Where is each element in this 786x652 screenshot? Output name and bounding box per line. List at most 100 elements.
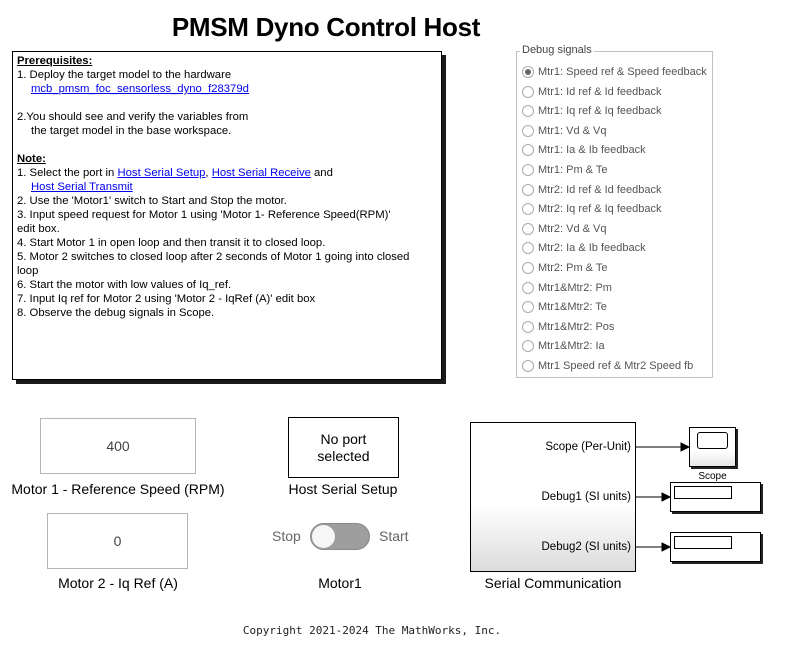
radio-unselected-icon[interactable] — [522, 281, 534, 294]
debug-signal-option[interactable]: Mtr1: Ia & Ib feedback — [522, 141, 646, 159]
debug-signal-option-label: Mtr1: Id ref & Id feedback — [538, 85, 662, 98]
scope-icon — [697, 432, 728, 449]
debug-signal-option[interactable]: Mtr2: Iq ref & Iq feedback — [522, 200, 662, 218]
copyright-text: Copyright 2021-2024 The MathWorks, Inc. — [242, 624, 502, 637]
note-step-3-cont: edit box. — [17, 223, 60, 235]
debug-signal-option[interactable]: Mtr2: Pm & Te — [522, 259, 607, 277]
debug-signal-option-label: Mtr1&Mtr2: Ia — [538, 340, 605, 353]
host-serial-setup-label: Host Serial Setup — [288, 481, 398, 497]
debug-signal-option-label: Mtr1: Ia & Ib feedback — [538, 144, 646, 157]
note-step-8: 8. Observe the debug signals in Scope. — [17, 307, 215, 319]
radio-unselected-icon[interactable] — [522, 144, 534, 157]
debug-signal-option-label: Mtr1&Mtr2: Pm — [538, 281, 612, 294]
radio-unselected-icon[interactable] — [522, 183, 534, 196]
debug-signal-option[interactable]: Mtr2: Vd & Vq — [522, 220, 606, 238]
note-step-7: 7. Input Iq ref for Motor 2 using 'Motor… — [17, 293, 316, 305]
radio-unselected-icon[interactable] — [522, 320, 534, 333]
debug-signal-option[interactable]: Mtr1: Iq ref & Iq feedback — [522, 102, 662, 120]
radio-unselected-icon[interactable] — [522, 124, 534, 137]
debug-signal-option[interactable]: Mtr1&Mtr2: Pos — [522, 318, 614, 336]
motor1-switch-label: Motor1 — [318, 575, 362, 591]
debug-signal-option[interactable]: Mtr1 Speed ref & Mtr2 Speed fb — [522, 357, 693, 375]
host-serial-setup-link[interactable]: Host Serial Setup — [117, 167, 206, 179]
radio-unselected-icon[interactable] — [522, 105, 534, 118]
debug-signal-option-label: Mtr1&Mtr2: Pos — [538, 320, 615, 333]
prerequisites-header: Prerequisites: — [17, 55, 93, 67]
debug-signal-option-label: Mtr1: Vd & Vq — [538, 124, 607, 137]
scope-arrow-icon — [680, 442, 691, 452]
debug-signal-option-label: Mtr2: Pm & Te — [538, 262, 608, 274]
debug-signal-option-label: Mtr1: Pm & Te — [538, 164, 608, 176]
prereq-step-2-cont: the target model in the base workspace. — [31, 125, 232, 137]
prereq-step-2: 2.You should see and verify the variable… — [17, 111, 249, 123]
debug-signal-option[interactable]: Mtr1: Speed ref & Speed feedback — [522, 63, 707, 81]
debug-signal-option[interactable]: Mtr1: Id ref & Id feedback — [522, 83, 662, 101]
debug2-display[interactable] — [670, 532, 761, 562]
motor1-switch-knob[interactable] — [311, 524, 336, 549]
radio-unselected-icon[interactable] — [522, 262, 534, 274]
debug-signal-option[interactable]: Mtr1&Mtr2: Ia — [522, 337, 605, 355]
debug-signal-option-label: Mtr1: Speed ref & Speed feedback — [538, 66, 707, 78]
debug-signal-option-label: Mtr1: Iq ref & Iq feedback — [538, 105, 662, 118]
debug-signal-option[interactable]: Mtr1: Vd & Vq — [522, 122, 606, 140]
debug-signal-option-label: Mtr2: Iq ref & Iq feedback — [538, 203, 662, 216]
note-header: Note: — [17, 153, 46, 165]
note-step-6: 6. Start the motor with low values of Iq… — [17, 279, 232, 291]
switch-stop-label: Stop — [272, 528, 301, 544]
debug-signal-option-label: Mtr2: Id ref & Id feedback — [538, 183, 662, 196]
page-title: PMSM Dyno Control Host — [171, 12, 481, 42]
radio-unselected-icon[interactable] — [522, 164, 534, 176]
motor2-iq-label: Motor 2 - Iq Ref (A) — [58, 575, 178, 591]
port-status-line2: selected — [317, 447, 370, 464]
note-step-1-text: 1. Select the port in — [17, 167, 118, 179]
radio-unselected-icon[interactable] — [522, 203, 534, 216]
port-scope: Scope (Per-Unit) — [545, 441, 631, 453]
note-step-2: 2. Use the 'Motor1' switch to Start and … — [17, 195, 287, 207]
radio-unselected-icon[interactable] — [522, 360, 534, 372]
serial-communication-subsystem[interactable]: Scope (Per-Unit) Debug1 (SI units) Debug… — [470, 422, 636, 572]
serial-communication-label: Serial Communication — [484, 575, 622, 591]
debug-signal-option[interactable]: Mtr2: Id ref & Id feedback — [522, 181, 662, 199]
host-serial-transmit-link[interactable]: Host Serial Transmit — [31, 181, 133, 193]
debug-signal-option-label: Mtr1&Mtr2: Te — [538, 301, 607, 314]
radio-unselected-icon[interactable] — [522, 222, 534, 235]
debug-signals-legend: Debug signals — [520, 44, 594, 56]
port-status-line1: No port — [320, 430, 367, 447]
radio-selected-icon[interactable] — [522, 66, 534, 78]
target-model-link[interactable]: mcb_pmsm_foc_sensorless_dyno_f28379d — [31, 83, 249, 95]
motor2-iq-input[interactable]: 0 — [47, 513, 188, 569]
debug-signal-option[interactable]: Mtr1&Mtr2: Te — [522, 298, 607, 316]
host-serial-receive-link[interactable]: Host Serial Receive — [211, 167, 311, 179]
debug1-display-field — [674, 486, 732, 499]
debug1-arrow-icon — [661, 492, 672, 502]
note-and: and — [310, 167, 333, 179]
radio-unselected-icon[interactable] — [522, 340, 534, 353]
radio-unselected-icon[interactable] — [522, 301, 534, 314]
debug-signal-option-label: Mtr2: Vd & Vq — [538, 222, 607, 235]
debug-signal-option[interactable]: Mtr1: Pm & Te — [522, 161, 607, 179]
note-step-5-cont: loop — [17, 265, 39, 277]
debug1-display[interactable] — [670, 482, 761, 512]
scope-label: Scope — [698, 471, 727, 482]
note-step-1: 1. Select the port in Host Serial Setup,… — [17, 166, 437, 180]
motor1-speed-input[interactable]: 400 — [40, 418, 196, 474]
debug-signal-option-label: Mtr1 Speed ref & Mtr2 Speed fb — [538, 360, 694, 372]
instructions-panel: Prerequisites: 1. Deploy the target mode… — [12, 51, 442, 380]
debug2-display-field — [674, 536, 732, 549]
switch-start-label: Start — [379, 528, 409, 544]
debug2-arrow-icon — [661, 542, 672, 552]
note-step-5: 5. Motor 2 switches to closed loop after… — [17, 251, 410, 263]
debug-signal-option[interactable]: Mtr2: Ia & Ib feedback — [522, 239, 646, 257]
note-step-3: 3. Input speed request for Motor 1 using… — [17, 209, 391, 221]
debug-signal-option-label: Mtr2: Ia & Ib feedback — [538, 242, 646, 255]
radio-unselected-icon[interactable] — [522, 242, 534, 255]
debug-signal-option[interactable]: Mtr1&Mtr2: Pm — [522, 279, 612, 297]
port-debug2: Debug2 (SI units) — [541, 541, 632, 553]
motor1-speed-label: Motor 1 - Reference Speed (RPM) — [11, 481, 225, 497]
port-debug1: Debug1 (SI units) — [541, 491, 632, 503]
prereq-step-1: 1. Deploy the target model to the hardwa… — [17, 69, 232, 81]
radio-unselected-icon[interactable] — [522, 85, 534, 98]
